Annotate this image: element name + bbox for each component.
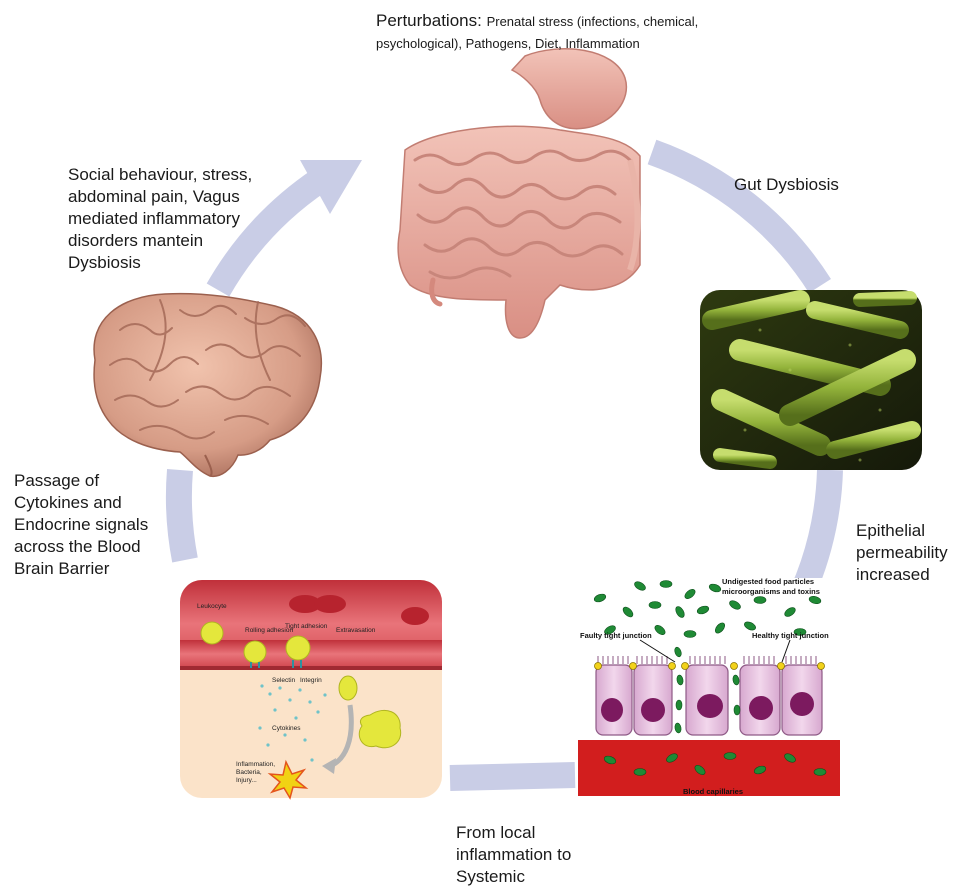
local-line-1: From local <box>456 822 571 844</box>
epithelium-label-capillaries: Blood capillaries <box>683 787 743 796</box>
epithelial-line-3: increased <box>856 564 948 586</box>
perturbations-detail-2: psychological), Pathogens, Diet, Inflamm… <box>376 36 640 51</box>
perturbations-label: Perturbations: Prenatal stress (infectio… <box>376 10 756 54</box>
leukocyte-extravasation-panel: Leukocyte Rolling adhesion Tight adhesio… <box>180 580 442 798</box>
vessel-label-leukocyte: Leukocyte <box>197 603 227 610</box>
local-line-3: Systemic <box>456 866 571 888</box>
bbb-line-5: Brain Barrier <box>14 558 148 580</box>
vessel-label-selectin: Selectin <box>272 677 296 684</box>
bbb-line-2: Cytokines and <box>14 492 148 514</box>
social-line-4: disorders mantein <box>68 230 252 252</box>
epithelium-label-faulty: Faulty tight junction <box>580 631 652 640</box>
brain-illustration <box>94 294 321 477</box>
vessel-label-cytokines: Cytokines <box>272 725 301 732</box>
systemic-inflammation-label: From local inflammation to Systemic <box>456 822 571 888</box>
epithelial-line-1: Epithelial <box>856 520 948 542</box>
vessel-label-extravasation: Extravasation <box>336 627 376 634</box>
bbb-passage-label: Passage of Cytokines and Endocrine signa… <box>14 470 148 580</box>
gut-dysbiosis-label: Gut Dysbiosis <box>734 174 839 196</box>
leukocyte-cell <box>201 622 223 644</box>
social-line-3: mediated inflammatory <box>68 208 252 230</box>
bbb-line-4: across the Blood <box>14 536 148 558</box>
epithelium-label-undigested-2: microorganisms and toxins <box>722 587 820 596</box>
local-line-2: inflammation to <box>456 844 571 866</box>
vessel-label-inflammation-1: Inflammation, <box>236 761 275 768</box>
social-line-2: abdominal pain, Vagus <box>68 186 252 208</box>
social-line-5: Dysbiosis <box>68 252 252 274</box>
vessel-label-integrin: Integrin <box>300 677 322 684</box>
perturbations-heading: Perturbations: <box>376 11 482 30</box>
bbb-line-1: Passage of <box>14 470 148 492</box>
bacteria-micrograph <box>700 290 922 470</box>
social-behaviour-label: Social behaviour, stress, abdominal pain… <box>68 164 252 274</box>
epithelium-label-healthy: Healthy tight junction <box>752 631 829 640</box>
social-line-1: Social behaviour, stress, <box>68 164 252 186</box>
intestine-illustration <box>398 49 640 338</box>
epithelial-permeability-label: Epithelial permeability increased <box>856 520 948 586</box>
epithelium-panel: Undigested food particles microorganisms… <box>578 577 840 796</box>
perturbations-detail-1: Prenatal stress (infections, chemical, <box>487 14 699 29</box>
vessel-label-inflammation-3: Injury... <box>236 777 257 784</box>
epithelial-line-2: permeability <box>856 542 948 564</box>
bbb-line-3: Endocrine signals <box>14 514 148 536</box>
vessel-label-tight: Tight adhesion <box>285 623 328 630</box>
vessel-label-inflammation-2: Bacteria, <box>236 769 262 776</box>
epithelium-label-undigested-1: Undigested food particles <box>722 577 814 586</box>
